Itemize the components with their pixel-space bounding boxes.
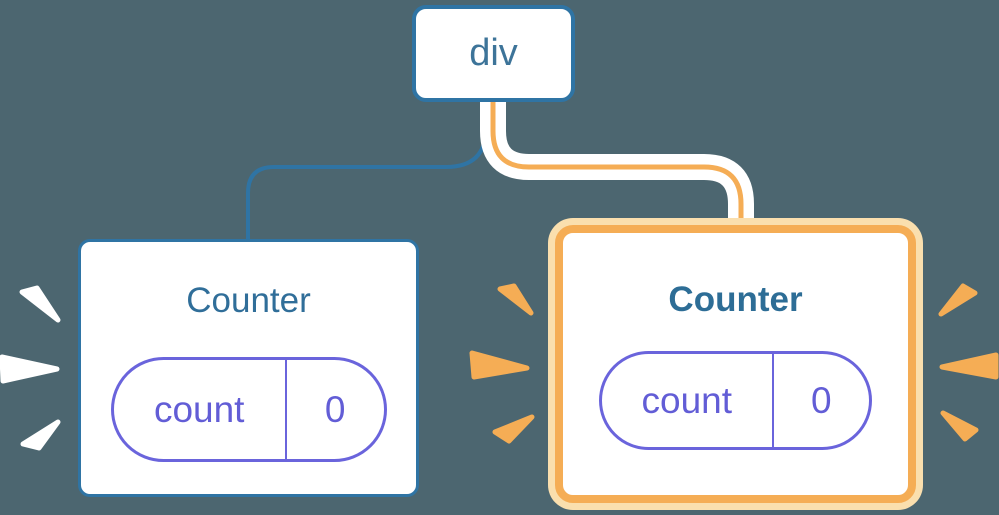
root-node-label: div: [469, 32, 518, 74]
counter-card-left: Counter count 0: [78, 239, 419, 497]
right-sparks-icon: [938, 283, 999, 442]
connector-left-icon: [246, 95, 488, 243]
counter-title: Counter: [186, 281, 311, 320]
state-pill: count 0: [110, 357, 387, 462]
left-sparks-icon: [0, 285, 61, 451]
root-node-div: div: [412, 5, 575, 102]
spark-icon: [0, 354, 60, 384]
state-value: 0: [324, 388, 346, 430]
state-name: count: [602, 354, 774, 447]
spark-icon: [938, 283, 978, 317]
spark-icon: [939, 352, 999, 380]
state-value: 0: [810, 379, 832, 421]
middle-sparks-icon: [469, 283, 535, 444]
spark-icon: [469, 350, 530, 380]
counter-card-right-highlighted: Counter count 0: [555, 225, 916, 503]
connector-right-icon: [490, 95, 744, 236]
spark-icon: [20, 419, 61, 451]
connector-right-casing-icon: [480, 95, 754, 219]
spark-icon: [492, 414, 535, 444]
state-name: count: [114, 360, 287, 459]
state-pill: count 0: [599, 351, 872, 450]
spark-icon: [497, 283, 534, 316]
spark-icon: [19, 285, 61, 323]
counter-title: Counter: [668, 280, 803, 319]
spark-icon: [940, 410, 979, 442]
